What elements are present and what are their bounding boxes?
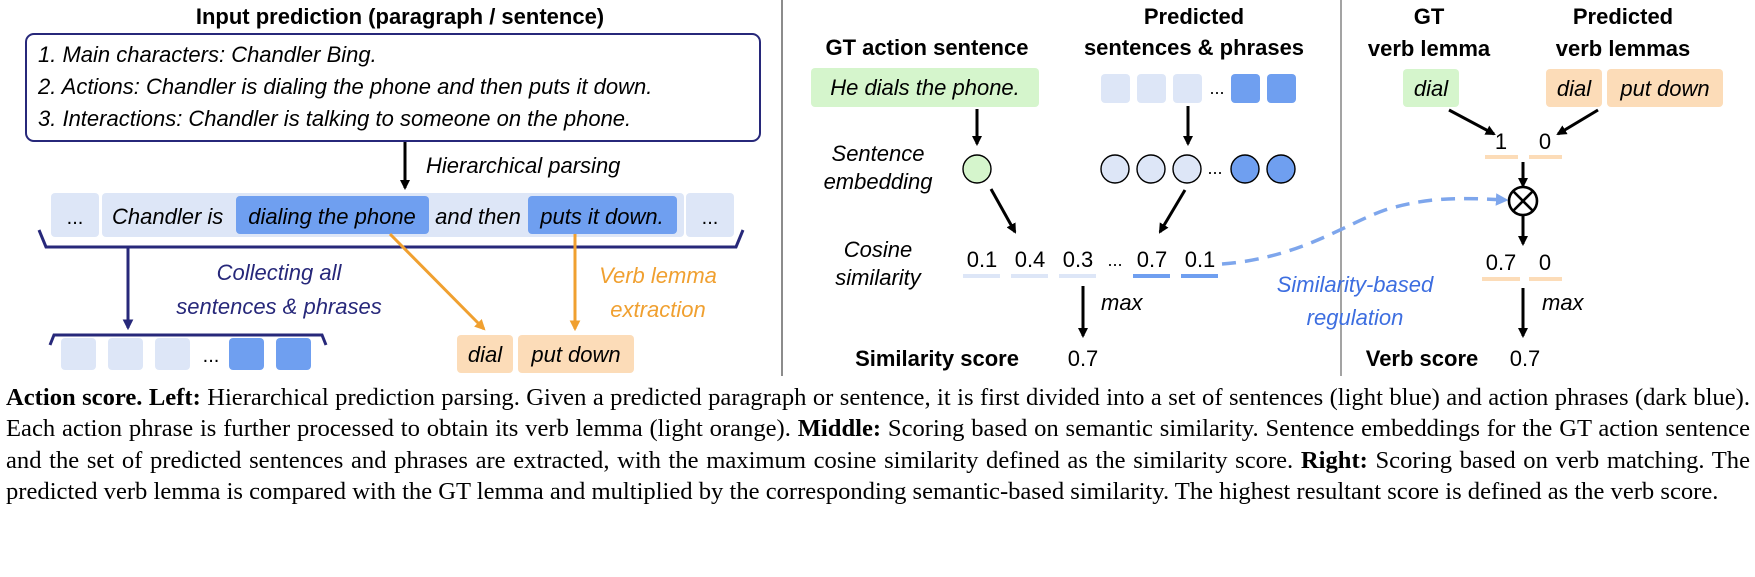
- embed-label-2: embedding: [824, 169, 934, 194]
- caption-left-label: Left:: [148, 384, 201, 411]
- pred-sentence-square-3: [1173, 74, 1202, 103]
- similarity-value-1: 0.1: [967, 247, 998, 272]
- pred-embedding-circle-2: [1136, 154, 1166, 184]
- parsing-label: Hierarchical parsing: [426, 153, 621, 178]
- collected-sentence-3: [155, 338, 190, 370]
- product-value-2: 0: [1539, 250, 1551, 275]
- sentence-bracket: [37, 229, 745, 249]
- gt-lemma-header-2: verb lemma: [1368, 36, 1491, 61]
- pred-embedding-circle-3: [1172, 154, 1202, 184]
- sentence-ellipsis-left: [51, 193, 99, 237]
- lemma-dial-text: dial: [468, 342, 503, 367]
- pred-lemma-header-2: verb lemmas: [1556, 36, 1691, 61]
- embed-label-1: Sentence: [832, 141, 925, 166]
- regulation-dashed-arrow: [1221, 193, 1509, 266]
- prediction-box: [25, 33, 761, 142]
- similarity-value-4: 0.7: [1137, 247, 1168, 272]
- sentence-part-1: Chandler is: [112, 204, 223, 229]
- gt-sentence-box: [811, 68, 1039, 107]
- pred-header-1: Predicted: [1144, 4, 1244, 29]
- similarity-value-5: 0.1: [1185, 247, 1216, 272]
- pred-phrase-square-1: [1231, 74, 1260, 103]
- collected-phrase-1: [229, 338, 264, 370]
- regulation-label-2: regulation: [1307, 305, 1404, 330]
- caption-left-text: Hierarchical prediction parsing. Given a…: [6, 384, 1750, 443]
- verb-label-2: extraction: [610, 297, 705, 322]
- sentence-ellipsis-left-text: ...: [67, 207, 84, 229]
- gt-cos-arrow: [989, 188, 1017, 234]
- collected-ellipsis: ...: [203, 345, 220, 367]
- pred-circle-ellipsis: ...: [1207, 158, 1222, 178]
- pred-embedding-circle-5: [1266, 154, 1296, 184]
- sentence-part-3: and then: [435, 204, 521, 229]
- prediction-line-3: 3. Interactions: Chandler is talking to …: [38, 106, 631, 131]
- caption-right-label: Right:: [1300, 446, 1368, 474]
- verb-score-value: 0.7: [1510, 346, 1541, 371]
- pred-header-2: sentences & phrases: [1084, 35, 1304, 60]
- prediction-line-2: 2. Actions: Chandler is dialing the phon…: [37, 74, 652, 99]
- pred-lemma-put-box: [1607, 69, 1723, 107]
- gt-match-arrow: [1448, 108, 1496, 136]
- pred-square-ellipsis: ...: [1209, 78, 1224, 98]
- lemma-arrow-dial: [388, 232, 486, 331]
- cos-label-2: similarity: [835, 265, 923, 290]
- pred-sentence-square-2: [1137, 74, 1166, 103]
- sentence-ellipsis-right-text: ...: [702, 207, 719, 229]
- pred-lemma-dial-box: [1546, 69, 1602, 107]
- lemma-put-down-text: put down: [530, 342, 620, 367]
- sentence-part-4: puts it down.: [539, 204, 664, 229]
- gt-lemma-box: [1403, 69, 1459, 107]
- caption-middle-label: Middle:: [797, 415, 882, 443]
- similarity-value-2: 0.4: [1015, 247, 1046, 272]
- pred-embedding-circle-4: [1230, 154, 1260, 184]
- lemma-put-down: [518, 335, 634, 373]
- pred-phrase-square-2: [1267, 74, 1296, 103]
- pred-match-arrow: [1556, 108, 1599, 136]
- pred-sentence-square-1: [1101, 74, 1130, 103]
- similarity-ellipsis: ...: [1107, 250, 1122, 270]
- gt-sentence-header: GT action sentence: [826, 35, 1029, 60]
- sentence-part-2: dialing the phone: [248, 204, 416, 229]
- pred-lemma-header-1: Predicted: [1573, 4, 1673, 29]
- pred-lemma-dial-text: dial: [1557, 76, 1592, 101]
- verb-label-1: Verb lemma: [599, 263, 717, 288]
- match-value-2: 0: [1539, 129, 1551, 154]
- collect-label-1: Collecting all: [217, 260, 343, 285]
- caption-right-text: Scoring based on verb matching. The pred…: [6, 446, 1750, 506]
- caption-middle-text: Scoring based on semantic similarity. Se…: [6, 415, 1750, 474]
- similarity-score-value: 0.7: [1068, 346, 1099, 371]
- pred-cos-arrow: [1158, 189, 1187, 234]
- sentence-ellipsis-right: [686, 193, 734, 237]
- collected-sentence-2: [108, 338, 143, 370]
- gt-embedding-circle: [962, 154, 992, 184]
- prediction-line-1: 1. Main characters: Chandler Bing.: [38, 42, 377, 67]
- pred-lemma-put-text: put down: [1619, 76, 1709, 101]
- verb-max-label: max: [1542, 290, 1585, 315]
- caption-title: Action score.: [6, 384, 143, 411]
- gt-sentence-text: He dials the phone.: [830, 75, 1020, 100]
- collected-phrase-2: [276, 338, 311, 370]
- collect-label-2: sentences & phrases: [176, 294, 381, 319]
- phrase-box-dialing: [236, 196, 429, 234]
- phrase-box-puts: [528, 196, 677, 234]
- action-score-figure: Input prediction (paragraph / sentence) …: [25, 0, 1723, 376]
- cos-label-1: Cosine: [844, 237, 912, 262]
- product-value-1: 0.7: [1486, 250, 1517, 275]
- gt-lemma-text: dial: [1414, 76, 1449, 101]
- verb-score-label: Verb score: [1366, 346, 1479, 371]
- collected-bracket: [48, 333, 328, 346]
- lemma-dial: [457, 335, 513, 373]
- pred-embedding-circle-1: [1100, 154, 1130, 184]
- multiply-icon-stroke-2: [1512, 190, 1534, 212]
- similarity-value-3: 0.3: [1063, 247, 1094, 272]
- left-title: Input prediction (paragraph / sentence): [196, 4, 604, 29]
- collected-sentence-1: [61, 338, 96, 370]
- match-value-1: 1: [1495, 129, 1507, 154]
- similarity-max-label: max: [1101, 290, 1144, 315]
- gt-lemma-header-1: GT: [1414, 4, 1445, 29]
- similarity-score-label: Similarity score: [855, 346, 1019, 371]
- regulation-label-1: Similarity-based: [1277, 272, 1434, 297]
- figure-caption: Action score. Left: Hierarchical predict…: [6, 382, 1750, 508]
